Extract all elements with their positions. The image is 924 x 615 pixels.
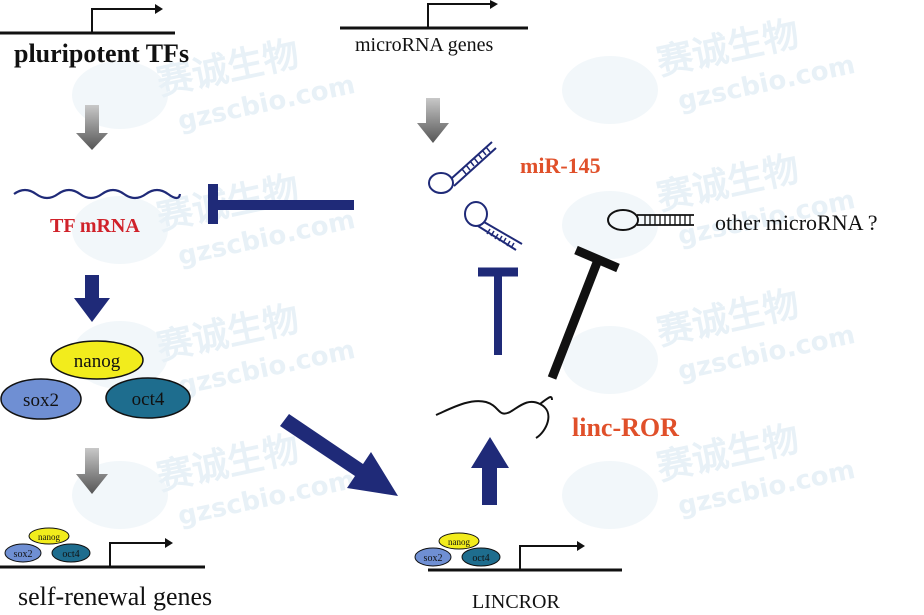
pluripotent-tfs-label: pluripotent TFs: [14, 39, 189, 68]
blue-arrow-lincror-gene-to-transcript: [471, 437, 509, 505]
self-renewal-genes: nanog sox2 oct4 self-renewal genes: [0, 527, 212, 611]
pluripotent-tfs-gene: pluripotent TFs: [0, 4, 189, 68]
nanog-protein: [50, 340, 144, 380]
promoter-arrow: [427, 3, 490, 28]
oct4-bound-label: oct4: [62, 549, 79, 560]
promoter-arrow: [109, 542, 165, 567]
nanog-bound-label: nanog: [38, 532, 60, 542]
lincror-gene: nanog sox2 oct4 LINCROR: [414, 532, 622, 613]
microrna-genes-label: microRNA genes: [355, 34, 494, 56]
gray-arrow-tfs-to-mrna: [76, 105, 108, 150]
mir145-hairpin-2: [464, 201, 523, 251]
promoter-arrowhead: [155, 4, 163, 14]
oct4-bound: [51, 543, 91, 563]
nanog-bound-label: nanog: [448, 537, 470, 547]
watermark-layer: 赛诚生物 赛诚生物 赛诚生物 赛诚生物 赛诚生物 赛诚生物 赛诚生物 赛诚生物 …: [72, 14, 858, 532]
sox2-label: sox2: [23, 390, 59, 411]
inhibition-mir145-to-tf-mrna: [208, 184, 354, 224]
sox2-bound-label: sox2: [424, 553, 443, 564]
mir145-hairpin-1: [428, 141, 497, 194]
promoter-arrow: [91, 8, 155, 33]
tf-protein-complex: nanog sox2 oct4: [0, 340, 191, 420]
promoter-arrowhead: [490, 0, 498, 9]
linc-ror-label: linc-ROR: [572, 413, 679, 442]
sox2-bound: [414, 547, 452, 567]
sox2-bound: [4, 543, 42, 563]
oct4-bound: [461, 547, 501, 567]
promoter-arrowhead: [165, 538, 173, 548]
inhibition-lincror-to-other-microrna: [547, 245, 620, 380]
sox2-protein: [0, 378, 82, 420]
sox2-bound-label: sox2: [14, 549, 33, 560]
nanog-bound: [438, 532, 480, 550]
inhibition-lincror-to-mir145: [478, 267, 518, 355]
gray-arrow-proteins-to-self-renewal: [76, 448, 108, 494]
nanog-bound: [28, 527, 70, 545]
microrna-genes: microRNA genes: [340, 0, 528, 56]
nanog-label: nanog: [74, 351, 121, 372]
other-microrna-label: other microRNA ?: [715, 210, 878, 235]
blue-arrow-mrna-to-proteins: [74, 275, 110, 322]
tf-mrna-wave: [13, 188, 182, 200]
mir145-label: miR-145: [520, 153, 601, 178]
lincror-gene-label: LINCROR: [472, 591, 560, 613]
promoter-arrow: [519, 545, 577, 570]
self-renewal-label: self-renewal genes: [18, 582, 212, 611]
blue-arrow-complex-to-lincror-gene: [280, 414, 398, 496]
oct4-label: oct4: [132, 389, 165, 410]
gray-arrow-mirna-genes-to-mirna: [417, 98, 449, 143]
linc-ror-transcript: [435, 396, 553, 439]
oct4-bound-label: oct4: [472, 553, 489, 564]
oct4-protein: [105, 377, 191, 419]
tf-mrna-label: TF mRNA: [50, 215, 140, 237]
promoter-arrowhead: [577, 541, 585, 551]
other-microrna-hairpin: [607, 209, 694, 231]
